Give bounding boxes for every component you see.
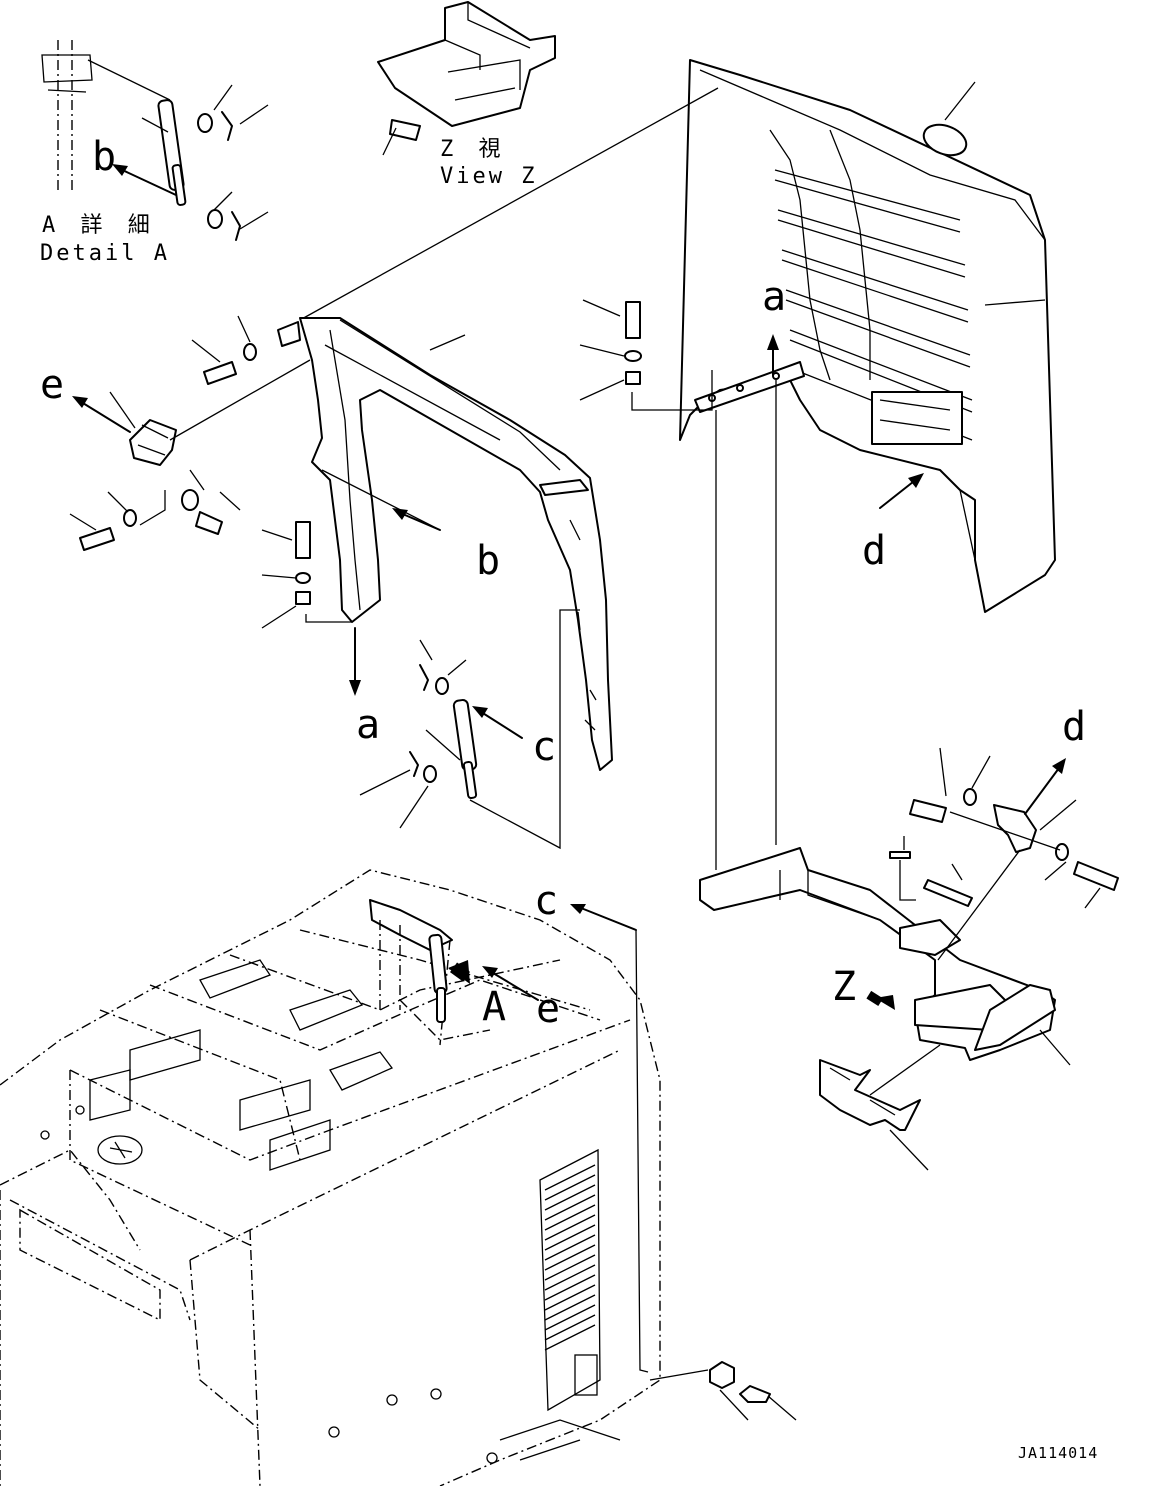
cotter-pin-icon <box>231 211 241 241</box>
view-z-caption-en: View Z <box>440 164 537 189</box>
callout-letter-b-frame: b <box>476 538 500 584</box>
bolt-icon <box>79 527 115 551</box>
hood-fasteners <box>649 1361 797 1421</box>
latch-icon <box>993 804 1037 853</box>
bolt-icon <box>295 521 311 559</box>
washer-icon <box>423 765 437 783</box>
lower-support-bracket <box>699 847 1071 1066</box>
callout-letter-Z: Z <box>832 964 856 1010</box>
callout-letter-A: A <box>482 984 506 1030</box>
washer-icon <box>207 209 223 229</box>
wire-clamp <box>819 1044 941 1171</box>
callout-letter-c-hood: c <box>534 878 558 924</box>
washer-icon <box>243 343 257 361</box>
washer-icon <box>197 113 213 133</box>
nut-icon <box>709 1361 735 1389</box>
hood-gas-spring <box>369 899 453 1023</box>
gas-spring <box>359 609 580 850</box>
washer-icon <box>295 572 311 584</box>
nut-icon <box>625 371 641 385</box>
washer-icon <box>181 489 199 511</box>
washer-icon <box>123 509 137 527</box>
view-z: Z 視 View Z <box>377 1 556 189</box>
rod-icon <box>923 879 973 907</box>
detail-a-view: b A 詳 細 Detail A <box>40 40 269 266</box>
radiator-grille <box>679 59 1056 613</box>
washer-icon <box>963 788 977 806</box>
pin-icon <box>889 851 911 859</box>
bolt-icon <box>739 1385 771 1403</box>
callout-letter-d-bracket: d <box>1062 704 1086 750</box>
callout-letter-d-grille: d <box>862 528 886 574</box>
grille-mount-hardware <box>579 299 713 411</box>
grille-slats <box>769 129 973 445</box>
washer-icon <box>435 677 449 695</box>
side-louver <box>539 1148 601 1412</box>
cotter-pin-icon <box>409 751 419 777</box>
callout-letter-e-hinge: e <box>40 362 64 408</box>
callout-letter-c-spring: c <box>532 724 556 770</box>
hood-vents <box>89 959 394 1171</box>
grille-frame <box>277 317 613 771</box>
washer-icon <box>1055 843 1069 861</box>
cotter-pin-icon <box>419 664 429 691</box>
detail-a-caption-jp: A 詳 細 <box>42 213 156 238</box>
callout-letter-a-grille: a <box>762 274 786 320</box>
hinge-part <box>109 359 311 466</box>
view-z-caption-jp: Z 視 <box>440 137 507 162</box>
tag-icon <box>389 119 421 141</box>
bolt-icon <box>909 799 947 823</box>
bolt-icon <box>203 361 237 385</box>
bolt-icon <box>1073 861 1119 891</box>
callout-letter-b: b <box>92 134 116 180</box>
detail-a-caption-en: Detail A <box>40 241 170 266</box>
bolt-icon <box>195 511 223 535</box>
callout-letter-a-frame: a <box>356 702 380 748</box>
machine-hood <box>0 869 661 1486</box>
drawing-code: JA114014 <box>1018 1444 1098 1462</box>
bolt-icon <box>625 301 641 339</box>
washer-icon <box>624 350 642 362</box>
gas-spring-detail <box>157 99 187 206</box>
callout-letter-e-hood: e <box>536 986 560 1032</box>
cotter-pin-icon <box>221 111 233 141</box>
nut-icon <box>295 591 311 605</box>
